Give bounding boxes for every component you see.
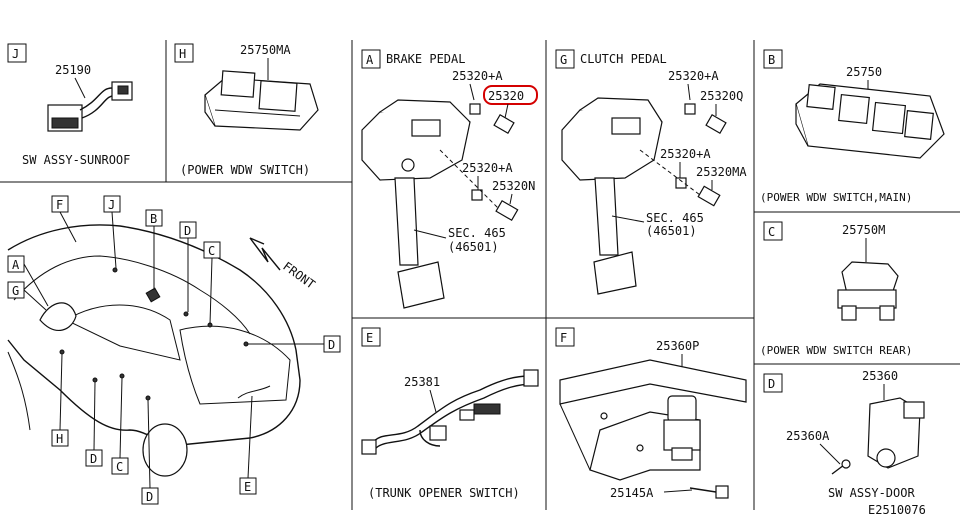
- panel-j: J 25190 SW ASSY-SUNROOF: [7, 43, 133, 167]
- panel-a: A BRAKE PEDAL 25320+A 25320 25320+A 2532…: [361, 49, 538, 309]
- sunroof-switch-part[interactable]: [47, 81, 133, 132]
- trunk-bracket-part[interactable]: [559, 359, 747, 481]
- clutch-pedal-part[interactable]: [561, 97, 727, 295]
- panel-d-part-b: 25360A: [786, 429, 830, 443]
- panel-a-part-c: 25320N: [492, 179, 535, 193]
- power-window-switch-h-part[interactable]: [204, 70, 319, 131]
- highlight-ring: [483, 85, 538, 105]
- panel-a-part-highlight[interactable]: 25320: [488, 89, 524, 103]
- diagram-code: E2510076: [868, 503, 926, 517]
- door-switch-d-part[interactable]: [867, 397, 925, 469]
- vehicle-overview: FRONT F J B D C A G D H D C: [7, 195, 341, 505]
- panel-e-part-no: 25381: [404, 375, 440, 389]
- panel-e-caption: (TRUNK OPENER SWITCH): [368, 486, 520, 500]
- panel-a-part-b: 25320+A: [462, 161, 513, 175]
- panel-j-caption: SW ASSY-SUNROOF: [22, 153, 130, 167]
- callout-c1[interactable]: C: [208, 244, 215, 258]
- panel-c-letter: C: [768, 225, 775, 239]
- panel-g-part-b: 25320Q: [700, 89, 743, 103]
- power-window-main-switch-part[interactable]: [795, 83, 945, 159]
- panel-g-sec-ref: SEC. 465: [646, 211, 704, 225]
- callout-a[interactable]: A: [12, 258, 20, 272]
- panel-b-caption: (POWER WDW SWITCH,MAIN): [760, 191, 912, 204]
- panel-f-letter: F: [560, 331, 567, 345]
- panel-b-part-no: 25750: [846, 65, 882, 79]
- panel-c-part-no: 25750M: [842, 223, 885, 237]
- callout-j[interactable]: J: [108, 198, 115, 212]
- panel-d-letter-box: [763, 373, 783, 393]
- panel-g-title: CLUTCH PEDAL: [580, 52, 667, 66]
- screw-25360a[interactable]: [831, 459, 851, 475]
- panel-f-letter-box: [555, 327, 575, 347]
- panel-b: B 25750 (POWER WDW SWITCH,MAIN): [760, 49, 945, 204]
- power-window-rear-switch-part[interactable]: [837, 261, 899, 321]
- panel-b-letter: B: [768, 53, 775, 67]
- panel-a-sec-ref: SEC. 465: [448, 226, 506, 240]
- panel-a-letter-box: [361, 49, 381, 69]
- front-label: FRONT: [280, 259, 317, 292]
- panel-g-part-c: 25320+A: [660, 147, 711, 161]
- callout-e[interactable]: E: [244, 480, 251, 494]
- panel-g-sec-ref2: (46501): [646, 224, 697, 238]
- panel-h-caption: (POWER WDW SWITCH): [180, 163, 310, 177]
- panel-g-letter: G: [560, 53, 567, 67]
- panel-e: E 25381 (TRUNK OPENER SWITCH): [361, 327, 539, 500]
- panel-c-letter-box: [763, 221, 783, 241]
- callout-d3[interactable]: D: [90, 452, 97, 466]
- panel-c-caption: (POWER WDW SWITCH REAR): [760, 344, 912, 357]
- callout-g[interactable]: G: [12, 284, 19, 298]
- front-arrow: FRONT: [249, 237, 318, 292]
- panel-f-part-a: 25360P: [656, 339, 699, 353]
- panel-j-part-no: 25190: [55, 63, 91, 77]
- panel-g-part-a: 25320+A: [668, 69, 719, 83]
- panel-c: C 25750M (POWER WDW SWITCH REAR): [760, 221, 912, 357]
- car-body: [7, 224, 301, 477]
- panel-e-letter: E: [366, 331, 373, 345]
- callout-f[interactable]: F: [56, 198, 63, 212]
- panel-e-letter-box: [361, 327, 381, 347]
- callout-b[interactable]: B: [150, 212, 157, 226]
- bolt-25145a[interactable]: [689, 485, 729, 499]
- panel-b-letter-box: [763, 49, 783, 69]
- panel-g-letter-box: [555, 49, 575, 69]
- door-switch-f-part[interactable]: [663, 395, 701, 461]
- trunk-opener-switch-part[interactable]: [361, 369, 539, 455]
- panel-a-sec-ref2: (46501): [448, 240, 499, 254]
- panel-d-part-a: 25360: [862, 369, 898, 383]
- panel-a-part-a: 25320+A: [452, 69, 503, 83]
- panel-g: G CLUTCH PEDAL 25320+A 25320Q 25320+A 25…: [555, 49, 747, 295]
- panel-a-letter: A: [366, 53, 374, 67]
- panel-d: D 25360 25360A SW ASSY-DOOR: [763, 369, 925, 500]
- panel-d-caption: SW ASSY-DOOR: [828, 486, 915, 500]
- panel-d-letter: D: [768, 377, 775, 391]
- panel-a-title: BRAKE PEDAL: [386, 52, 465, 66]
- panel-f: F 25360P 25145A: [555, 327, 747, 500]
- panel-j-letter-box: [7, 43, 27, 63]
- panel-h-letter: H: [179, 47, 186, 61]
- panel-f-part-b: 25145A: [610, 486, 654, 500]
- brake-pedal-part[interactable]: [361, 99, 519, 309]
- panel-j-letter: J: [12, 47, 19, 61]
- panel-h: H 25750MA (POWER WDW SWITCH): [174, 43, 319, 177]
- panel-dividers: [0, 40, 960, 510]
- callout-h[interactable]: H: [56, 432, 63, 446]
- callout-c2[interactable]: C: [116, 460, 123, 474]
- callout-d1[interactable]: D: [184, 224, 191, 238]
- callout-d2[interactable]: D: [328, 338, 335, 352]
- panel-g-part-d: 25320MA: [696, 165, 747, 179]
- callout-d4[interactable]: D: [146, 490, 153, 504]
- panel-h-letter-box: [174, 43, 194, 63]
- panel-h-part-no: 25750MA: [240, 43, 291, 57]
